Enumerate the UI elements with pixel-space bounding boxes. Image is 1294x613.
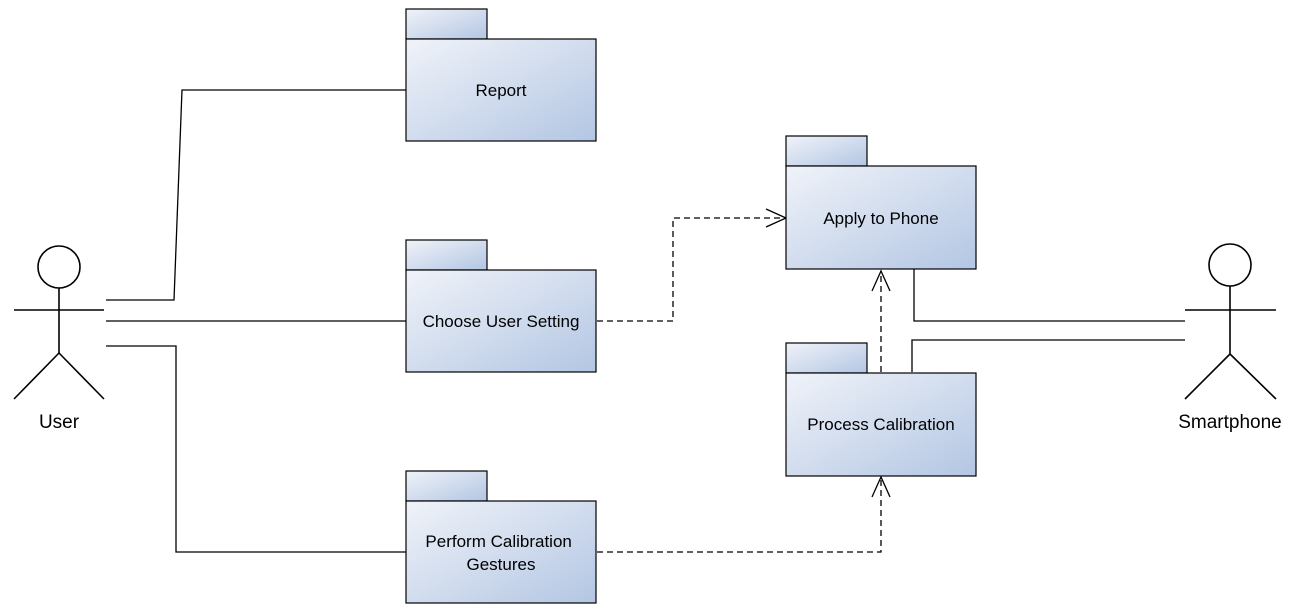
dependency-perform-to-process — [597, 477, 882, 553]
actor-user[interactable] — [13, 245, 105, 400]
dependency-choose-to-apply — [597, 217, 786, 322]
package-report-label: Report — [475, 81, 526, 100]
associations — [106, 89, 1185, 553]
svg-text:Report: Report — [475, 81, 526, 100]
package-perform-calibration-label-line1: Perform Calibration — [425, 532, 571, 551]
svg-text:Apply to Phone: Apply to Phone — [823, 209, 938, 228]
actor-smartphone-leg-right — [1229, 353, 1277, 400]
actor-smartphone-label: Smartphone — [1178, 412, 1282, 433]
actor-smartphone[interactable] — [1184, 243, 1277, 400]
association-user-report — [106, 89, 406, 301]
actor-user-leg-left — [13, 352, 60, 400]
svg-text:Choose User Setting: Choose User Setting — [423, 312, 580, 331]
package-choose-user-setting[interactable]: Choose User Setting — [405, 239, 597, 373]
association-user-perform-calibration — [106, 345, 406, 553]
actor-user-label: User — [39, 412, 80, 433]
association-smartphone-process — [911, 339, 1185, 372]
package-perform-calibration-gestures[interactable]: Perform Calibration Gestures — [405, 470, 597, 604]
arrowhead-process — [871, 475, 891, 498]
svg-text:Perform Calibration Gest: Perform Calibration Gestures — [425, 532, 576, 574]
package-report[interactable]: Report — [405, 8, 597, 142]
package-perform-calibration-label-line2: Gestures — [467, 555, 536, 574]
package-apply-to-phone-label: Apply to Phone — [823, 209, 938, 228]
actor-user-leg-right — [58, 352, 105, 400]
package-process-calibration[interactable]: Process Calibration — [785, 342, 977, 477]
dependencies — [597, 208, 891, 553]
actor-smartphone-leg-left — [1184, 353, 1231, 400]
package-apply-to-phone[interactable]: Apply to Phone — [785, 135, 977, 270]
package-process-calibration-label: Process Calibration — [807, 415, 954, 434]
arrowhead-apply-from-process — [871, 269, 891, 292]
package-choose-user-setting-label: Choose User Setting — [423, 312, 580, 331]
svg-text:Process Calibration: Process Calibration — [807, 415, 954, 434]
association-smartphone-apply — [913, 269, 1185, 322]
actor-user-head — [37, 245, 81, 289]
actor-smartphone-head — [1208, 243, 1252, 287]
